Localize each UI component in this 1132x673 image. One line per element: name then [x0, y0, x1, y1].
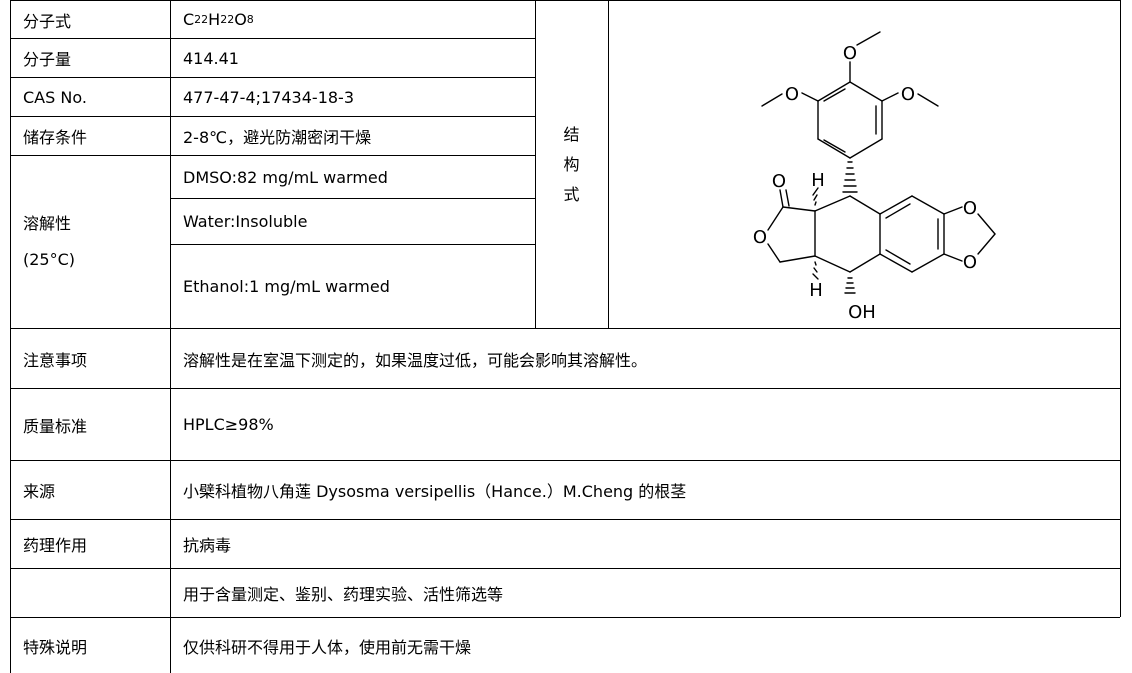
atom-oh: OH — [848, 302, 876, 323]
grid-line — [10, 155, 535, 156]
solubility-water: Water:Insoluble — [183, 212, 308, 231]
grid-line — [170, 244, 535, 245]
grid-line — [10, 116, 535, 117]
usage-value: 用于含量测定、鉴别、药理实验、活性筛选等 — [183, 585, 504, 604]
solubility-dmso: DMSO:82 mg/mL warmed — [183, 167, 388, 187]
weight-label: 分子量 — [23, 50, 72, 69]
grid-line — [170, 198, 535, 199]
grid-line — [10, 568, 1120, 569]
grid-line — [10, 460, 1120, 461]
quality-value: HPLC≥98% — [183, 415, 274, 434]
grid-line — [10, 0, 1120, 1]
weight-value: 414.41 — [183, 48, 239, 68]
structure-diagram: O O O O H O O O H OH — [753, 31, 996, 323]
solubility-label: 溶解性 (25°C) — [23, 214, 76, 269]
special-note-value: 仅供科研不得用于人体，使用前无需干燥 — [183, 637, 472, 657]
grid-line — [608, 0, 609, 328]
atom-h-lower: H — [809, 280, 823, 301]
atom-o-carbonyl: O — [772, 171, 786, 192]
grid-line — [10, 328, 1120, 329]
atom-o-dioxole-top: O — [963, 198, 977, 219]
grid-line — [10, 617, 1120, 618]
usage-label — [11, 569, 169, 617]
grid-line — [170, 0, 171, 673]
notes-value: 溶解性是在室温下测定的，如果温度过低，可能会影响其溶解性。 — [183, 350, 648, 370]
atom-o-left: O — [785, 84, 799, 105]
formula-label: 分子式 — [23, 11, 72, 31]
cas-label: CAS No. — [23, 87, 87, 107]
atom-o-lactone: O — [753, 227, 767, 248]
grid-line — [10, 388, 1120, 389]
atom-h-upper: H — [811, 170, 825, 191]
grid-line — [10, 77, 535, 78]
cas-value: 477-47-4;17434-18-3 — [183, 87, 354, 107]
storage-value: 2-8℃，避光防潮密闭干燥 — [183, 128, 372, 147]
source-label: 来源 — [23, 482, 56, 501]
pharmacology-value: 抗病毒 — [183, 536, 232, 555]
special-note-label: 特殊说明 — [23, 637, 88, 657]
notes-label: 注意事项 — [23, 350, 88, 370]
structure-label: 结 构 式 — [563, 124, 580, 204]
pharmacology-label: 药理作用 — [23, 536, 88, 555]
grid-line — [1120, 0, 1121, 617]
grid-line — [10, 38, 535, 39]
source-value: 小檗科植物八角莲 Dysosma versipellis（Hance.）M.Ch… — [183, 482, 687, 501]
atom-o-top: O — [843, 43, 857, 64]
quality-label: 质量标准 — [23, 416, 88, 436]
solubility-ethanol: Ethanol:1 mg/mL warmed — [183, 277, 390, 296]
grid-line — [535, 0, 536, 328]
storage-label: 储存条件 — [23, 128, 88, 147]
atom-o-right: O — [901, 84, 915, 105]
grid-line — [10, 519, 1120, 520]
atom-o-dioxole-bottom: O — [963, 252, 977, 273]
grid-line — [10, 0, 11, 673]
